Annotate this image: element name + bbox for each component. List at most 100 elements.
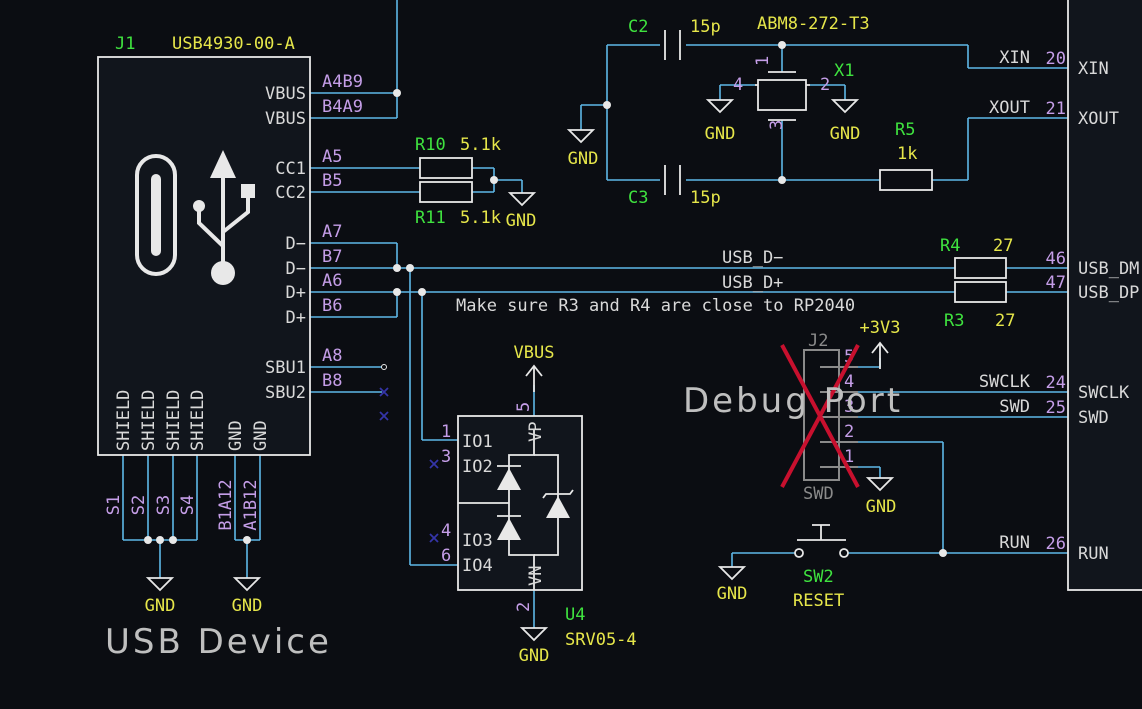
- usb-c-receptacle-icon: [135, 154, 177, 276]
- resistor-r10[interactable]: R10 5.1k: [415, 135, 501, 179]
- capacitor-c3[interactable]: C3 15p: [628, 165, 721, 208]
- svg-text:GND: GND: [866, 497, 897, 517]
- svg-text:6: 6: [441, 546, 451, 566]
- svg-text:3: 3: [767, 120, 787, 130]
- svg-text:RESET: RESET: [793, 591, 844, 611]
- svg-text:C2: C2: [628, 17, 648, 37]
- j1-pad-number: B5: [322, 171, 342, 191]
- rp2040-pad-number: 25: [1046, 398, 1066, 418]
- j1-pin-name: SHIELD: [164, 390, 184, 451]
- gnd-symbol: GND: [519, 627, 549, 666]
- j1-pad-number: S4: [178, 495, 198, 515]
- net-label: XOUT: [989, 98, 1030, 118]
- j1-pin-name: GND: [226, 420, 246, 451]
- net-label-usb-dp: USB_D+: [722, 273, 783, 293]
- svg-text:5.1k: 5.1k: [460, 135, 501, 155]
- usb-trident-icon: [193, 150, 255, 285]
- svg-text:GND: GND: [705, 124, 736, 144]
- sbu1-no-connect-marker: [381, 364, 387, 370]
- svg-text:SWD: SWD: [803, 484, 834, 504]
- resistor-r11[interactable]: R11 5.1k: [415, 181, 501, 228]
- debug-header-j2[interactable]: J2 SWD 5 4 3 2 1: [780, 331, 860, 504]
- j1-pad-number: B6: [322, 296, 342, 316]
- j1-pad-number: S2: [129, 495, 149, 515]
- rp2040-pins: XIN20XINXOUT21XOUTUSB_DM46USB_DP47SWCLK2…: [979, 48, 1140, 564]
- j1-pad-number: S3: [154, 495, 174, 515]
- svg-text:1: 1: [753, 56, 773, 66]
- j1-pad-number: B1A12: [216, 479, 236, 530]
- svg-text:SRV05-4: SRV05-4: [565, 630, 637, 650]
- gnd-symbol: GND: [232, 577, 263, 616]
- svg-text:GND: GND: [506, 211, 537, 231]
- net-label-usb-dm: USB_D−: [722, 248, 783, 268]
- j1-pad-number: A6: [322, 271, 342, 291]
- j1-pin-name: VBUS: [265, 84, 306, 104]
- rp2040-pin-name: XIN: [1078, 59, 1109, 79]
- svg-text:GND: GND: [145, 596, 176, 616]
- power-rail-symbol: VBUS: [514, 343, 555, 392]
- svg-text:4: 4: [844, 372, 854, 392]
- rp2040-pad-number: 46: [1046, 249, 1066, 269]
- svg-text:GND: GND: [232, 596, 263, 616]
- j1-pin-name: CC1: [275, 159, 306, 179]
- resistor-r5[interactable]: R5 1k: [879, 120, 933, 191]
- svg-text:GND: GND: [830, 124, 861, 144]
- svg-text:GND: GND: [568, 149, 599, 169]
- svg-text:5: 5: [844, 347, 854, 367]
- svg-text:5: 5: [514, 402, 534, 412]
- gnd-symbol: GND: [506, 192, 537, 231]
- j1-pin-name: SHIELD: [114, 390, 134, 451]
- svg-text:R10: R10: [415, 135, 446, 155]
- svg-text:1: 1: [844, 447, 854, 467]
- svg-text:IO3: IO3: [462, 531, 493, 551]
- j1-pin-name: D−: [286, 259, 306, 279]
- rp2040-pin-name: USB_DM: [1078, 259, 1139, 279]
- svg-text:15p: 15p: [690, 188, 721, 208]
- svg-text:27: 27: [993, 236, 1013, 256]
- reset-switch-sw2[interactable]: SW2 RESET: [793, 524, 849, 611]
- svg-text:VN: VN: [526, 566, 546, 586]
- usb-connector-j1[interactable]: J1 USB4930-00-A VBUSA4B9VBUSB4A9CC1A5CC2…: [97, 34, 363, 531]
- svg-text:SW2: SW2: [803, 567, 834, 587]
- gnd-symbol: GND: [566, 129, 599, 169]
- j1-pin-name: CC2: [275, 183, 306, 203]
- svg-text:3: 3: [844, 397, 854, 417]
- svg-text:1k: 1k: [897, 144, 917, 164]
- resistor-r3[interactable]: R3 27: [944, 281, 1015, 331]
- resistor-r4[interactable]: R4 27: [940, 236, 1013, 279]
- net-label: SWCLK: [979, 372, 1031, 392]
- tvs-array-u4[interactable]: U4 SRV05-4 IO1 IO2 IO3 IO4 VP VN 1 3 4 6…: [441, 402, 637, 650]
- j1-pin-name: D+: [286, 283, 306, 303]
- rp2040-pad-number: 21: [1046, 99, 1066, 119]
- j1-pad-number: A8: [322, 346, 342, 366]
- svg-text:IO4: IO4: [462, 556, 493, 576]
- gnd-symbol: GND: [145, 577, 176, 616]
- svg-text:VBUS: VBUS: [514, 343, 555, 363]
- svg-text:IO2: IO2: [462, 457, 493, 477]
- usb-device-label: USB Device: [105, 622, 332, 662]
- j1-reference: J1: [115, 34, 135, 54]
- rp2040-pin-name: SWCLK: [1078, 383, 1130, 403]
- j1-pad-number: B4A9: [322, 97, 363, 117]
- net-label: SWD: [999, 397, 1030, 417]
- crystal-x1[interactable]: ABM8-272-T3 X1 1 2 3 4: [733, 14, 870, 130]
- gnd-symbol: GND: [830, 99, 861, 144]
- svg-text:C3: C3: [628, 188, 648, 208]
- rp2040-pad-number: 26: [1046, 534, 1066, 554]
- rp2040-symbol[interactable]: XIN20XINXOUT21XOUTUSB_DM46USB_DP47SWCLK2…: [979, 0, 1142, 591]
- svg-text:R3: R3: [944, 311, 964, 331]
- capacitor-c2[interactable]: C2 15p: [628, 17, 721, 60]
- j1-pin-name: GND: [251, 420, 271, 451]
- rp2040-pin-name: USB_DP: [1078, 283, 1139, 303]
- rp2040-pad-number: 20: [1046, 49, 1066, 69]
- svg-text:ABM8-272-T3: ABM8-272-T3: [757, 14, 870, 34]
- net-label: XIN: [999, 48, 1030, 68]
- j1-pin-name: D−: [286, 234, 306, 254]
- debug-port-label: Debug Port: [683, 381, 903, 421]
- j1-pad-number: A4B9: [322, 72, 363, 92]
- net-label: RUN: [999, 533, 1030, 553]
- rp2040-pin-name: RUN: [1078, 544, 1109, 564]
- j1-pin-name: SBU2: [265, 383, 306, 403]
- svg-text:1: 1: [441, 422, 451, 442]
